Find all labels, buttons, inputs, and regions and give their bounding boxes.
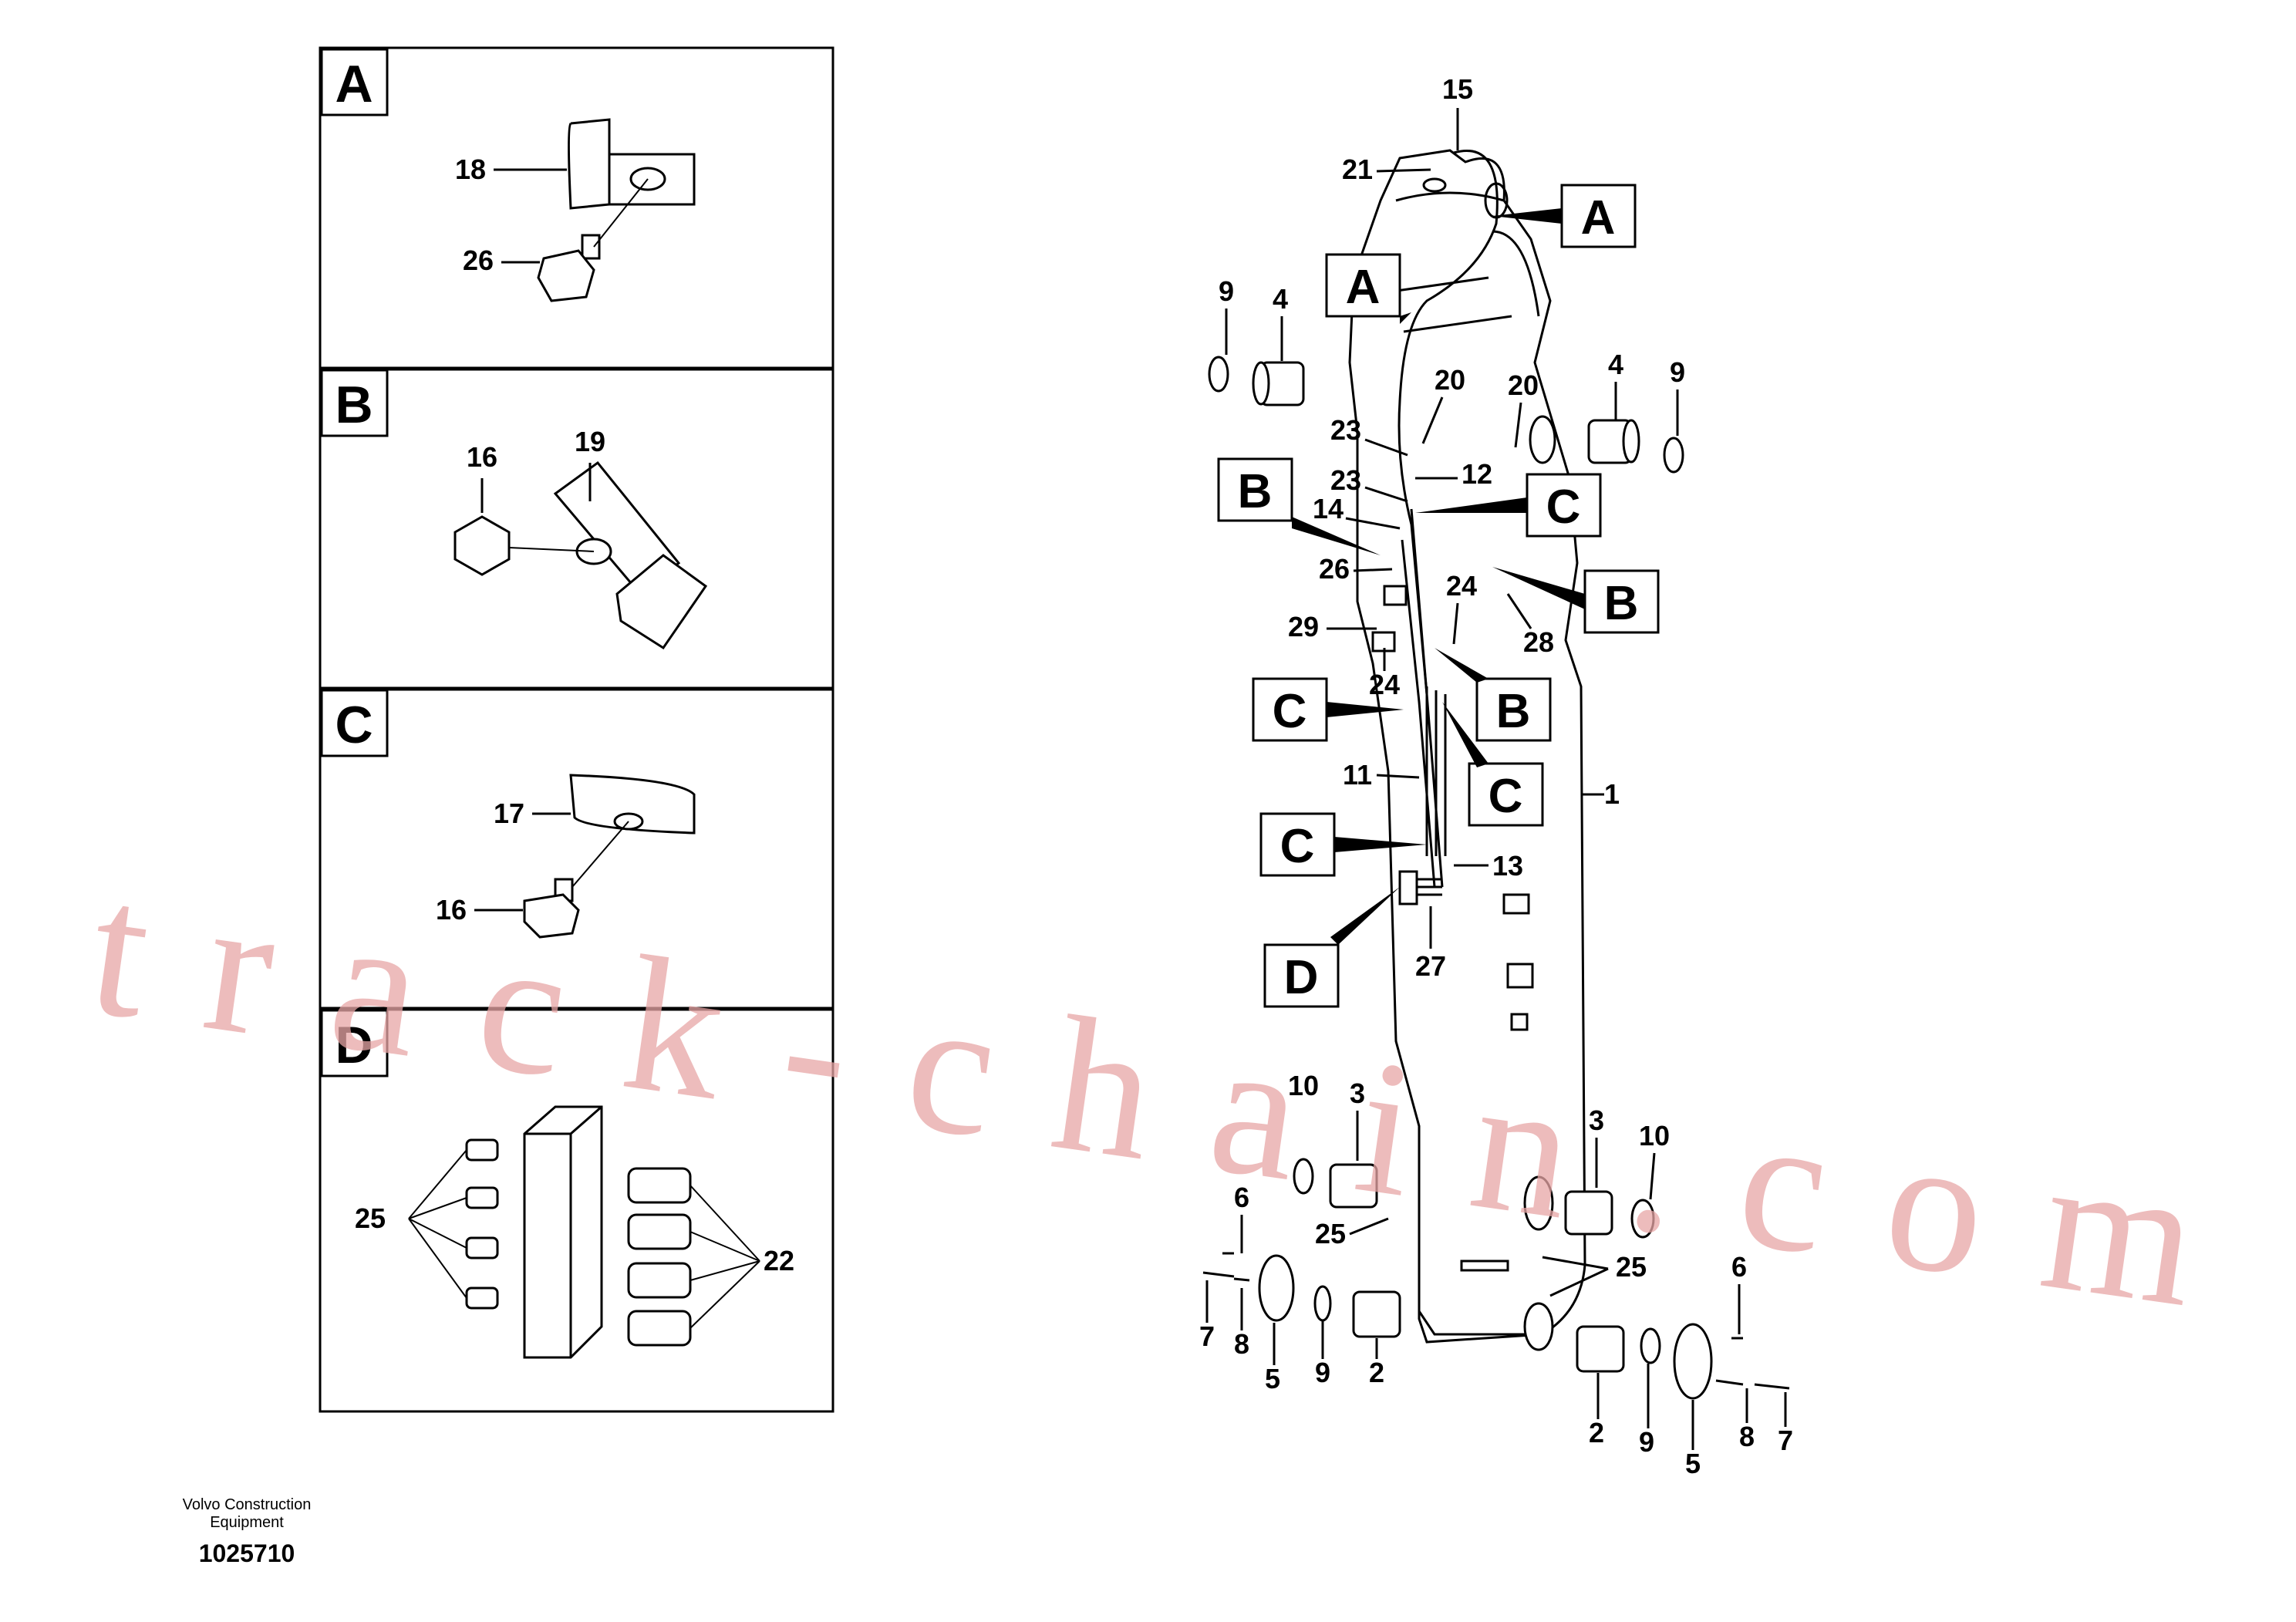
label-8-right: 8 bbox=[1739, 1421, 1755, 1452]
panel-a-letter: A bbox=[335, 55, 373, 113]
label-23-b: 23 bbox=[1330, 464, 1361, 496]
panel-c-letter: C bbox=[335, 696, 373, 754]
label-5-left: 5 bbox=[1265, 1363, 1280, 1394]
label-1: 1 bbox=[1604, 778, 1620, 810]
oring-9-left bbox=[1208, 356, 1229, 393]
clip-19 bbox=[553, 460, 681, 596]
label-2-left: 2 bbox=[1369, 1357, 1384, 1388]
drawing-number: 1025710 bbox=[199, 1539, 295, 1567]
label-7-right: 7 bbox=[1778, 1425, 1793, 1456]
callout-c-right: C bbox=[1546, 481, 1581, 534]
callout-c-mid: C bbox=[1489, 770, 1523, 823]
label-7-left: 7 bbox=[1199, 1320, 1215, 1352]
bushing-2-left bbox=[1352, 1290, 1401, 1338]
clip-18 bbox=[568, 118, 696, 210]
oring-9-right bbox=[1663, 437, 1684, 474]
callout-d: D bbox=[1284, 951, 1319, 1004]
label-3-right: 3 bbox=[1589, 1104, 1604, 1136]
label-25-main-right: 25 bbox=[1616, 1251, 1647, 1283]
bolt-26 bbox=[537, 249, 595, 302]
callout-b-left: B bbox=[1238, 465, 1273, 518]
label-28: 28 bbox=[1523, 626, 1554, 658]
label-4-left: 4 bbox=[1273, 283, 1288, 315]
label-21: 21 bbox=[1342, 153, 1373, 185]
ring-10-right bbox=[1630, 1199, 1655, 1239]
label-5-right: 5 bbox=[1685, 1448, 1701, 1479]
bushing-3-left bbox=[1329, 1163, 1378, 1209]
panel-c: C 17 16 bbox=[320, 689, 696, 939]
panel-b-tag bbox=[320, 369, 389, 437]
callout-c-left: C bbox=[1273, 685, 1307, 738]
label-26-main: 26 bbox=[1319, 553, 1350, 585]
label-24-upper: 24 bbox=[1446, 570, 1477, 602]
label-20-right: 20 bbox=[1508, 369, 1539, 401]
label-10-left: 10 bbox=[1288, 1070, 1319, 1101]
label-22: 22 bbox=[764, 1245, 794, 1276]
label-26: 26 bbox=[463, 244, 494, 276]
label-13: 13 bbox=[1492, 850, 1523, 882]
label-2-right: 2 bbox=[1589, 1417, 1604, 1448]
plate-5-left bbox=[1258, 1254, 1295, 1322]
label-15: 15 bbox=[1442, 73, 1473, 105]
label-25-d: 25 bbox=[355, 1202, 386, 1234]
label-9-lower-right: 9 bbox=[1639, 1426, 1654, 1458]
label-9-lower-left: 9 bbox=[1315, 1357, 1330, 1388]
label-10-right: 10 bbox=[1639, 1120, 1670, 1152]
label-23-a: 23 bbox=[1330, 414, 1361, 446]
bushing-4-left bbox=[1252, 361, 1305, 406]
label-18: 18 bbox=[455, 153, 486, 185]
oring-9-lower-left bbox=[1313, 1285, 1332, 1322]
callout-c-low: C bbox=[1280, 820, 1315, 873]
label-24-lower: 24 bbox=[1369, 669, 1400, 700]
label-25-main-left: 25 bbox=[1315, 1218, 1346, 1249]
label-9-upper-left: 9 bbox=[1219, 275, 1234, 307]
label-8-left: 8 bbox=[1234, 1328, 1249, 1360]
ring-10-left bbox=[1293, 1158, 1314, 1195]
oring-9-lower-right bbox=[1640, 1327, 1661, 1364]
label-4-right: 4 bbox=[1608, 349, 1623, 380]
label-6-left: 6 bbox=[1234, 1182, 1249, 1213]
detail-panels: A 18 26 B 16 19 bbox=[319, 46, 834, 1413]
callout-b-mid: B bbox=[1496, 685, 1531, 738]
part-labels: 15 21 9 4 20 20 4 9 23 23 12 14 26 24 28… bbox=[1199, 73, 1793, 1479]
callout-b-right: B bbox=[1604, 577, 1639, 630]
label-3-left: 3 bbox=[1350, 1077, 1365, 1109]
manifold-block bbox=[523, 1105, 603, 1359]
label-11: 11 bbox=[1343, 759, 1372, 791]
panel-a: A 18 26 bbox=[320, 48, 696, 302]
label-14: 14 bbox=[1313, 493, 1344, 524]
panel-d: D 25 bbox=[320, 1009, 794, 1359]
label-20-left: 20 bbox=[1435, 364, 1465, 396]
fittings-25 bbox=[465, 1138, 499, 1310]
clip-17 bbox=[569, 774, 696, 835]
bolt-16 bbox=[453, 515, 511, 576]
callout-a-top: A bbox=[1581, 191, 1616, 244]
panel-b: B 16 19 bbox=[320, 369, 708, 650]
panel-a-tag bbox=[320, 48, 389, 116]
fittings-22 bbox=[627, 1167, 692, 1347]
label-17: 17 bbox=[494, 798, 524, 829]
label-16-b: 16 bbox=[467, 441, 497, 473]
label-19: 19 bbox=[575, 426, 605, 457]
panel-b-letter: B bbox=[335, 376, 373, 434]
footer-company-2: Equipment bbox=[210, 1514, 284, 1531]
bushing-2-right bbox=[1576, 1325, 1625, 1373]
bushing-3-right bbox=[1564, 1190, 1613, 1236]
label-29: 29 bbox=[1288, 611, 1319, 642]
label-6-right: 6 bbox=[1731, 1251, 1747, 1283]
panel-c-tag bbox=[320, 689, 389, 757]
plate-5-right bbox=[1673, 1323, 1713, 1400]
panel-d-tag bbox=[320, 1009, 389, 1077]
panel-d-letter: D bbox=[335, 1016, 373, 1074]
label-27: 27 bbox=[1415, 950, 1446, 982]
label-16-c: 16 bbox=[436, 894, 467, 926]
footer-company: Volvo Construction bbox=[183, 1496, 312, 1513]
bolt-16-c bbox=[523, 893, 580, 939]
callouts: A A B C B C B C C D bbox=[1217, 184, 1660, 1008]
bushing-4-right bbox=[1587, 419, 1640, 464]
callout-a-mid: A bbox=[1346, 261, 1381, 314]
label-9-upper-right: 9 bbox=[1670, 356, 1685, 388]
label-12: 12 bbox=[1462, 458, 1492, 490]
